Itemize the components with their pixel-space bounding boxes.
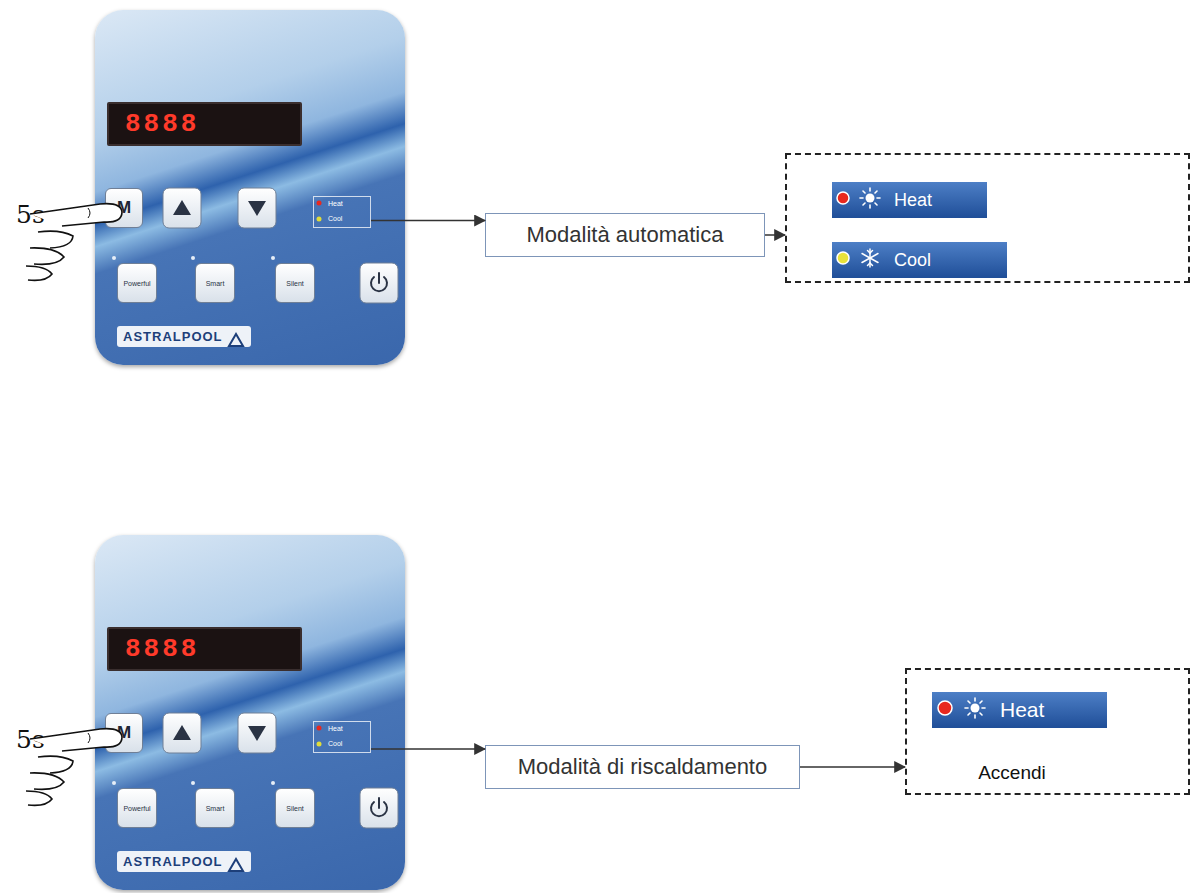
panel-decoration [26, 188, 398, 346]
callout-label: 5s [16, 725, 45, 754]
node-text: M [117, 723, 131, 743]
node-text: Accendi [962, 762, 1062, 784]
sun-icon [860, 188, 880, 208]
arrow-connector [371, 220, 485, 222]
snowflake-icon [862, 249, 878, 267]
cool-led [837, 252, 849, 264]
mode-box: Modalità automatica [485, 213, 765, 257]
panel-button: Smart [195, 788, 235, 828]
node-text: M [117, 198, 131, 218]
display-screen: 8888 [107, 102, 302, 146]
mode-button: M [105, 188, 143, 228]
control-panel: ASTRALPOOL 8888M Powerful Smart Silent HeatCo… [95, 10, 405, 365]
node-text: Modalità automatica [527, 222, 724, 248]
node-text: Smart [206, 805, 225, 812]
panel-decoration [26, 713, 398, 871]
status-band: Cool [832, 242, 1007, 278]
dashed-group: Accendi Heat [905, 668, 1190, 795]
arrow-connector [800, 766, 905, 768]
node-text: Powerful [123, 805, 150, 812]
mode-box: Modalità di riscaldamento [485, 745, 800, 789]
display-screen: 8888 [107, 627, 302, 671]
node-text: Heat [328, 725, 343, 732]
node-text: Powerful [123, 280, 150, 287]
node-text: Heat [328, 200, 343, 207]
status-band: Heat [932, 692, 1107, 728]
panel-button: Silent [275, 788, 315, 828]
mode-button: M [105, 713, 143, 753]
arrow-connector [765, 234, 785, 236]
node-text: 8888 [125, 109, 199, 139]
mode-indicator: HeatCool [313, 721, 371, 753]
panel-button: Powerful [117, 788, 157, 828]
callout-label: 5s [16, 200, 45, 229]
heat-led [938, 701, 952, 715]
node-text: ASTRALPOOL [117, 851, 251, 872]
node-text: Smart [206, 280, 225, 287]
control-panel: ASTRALPOOL 8888M Powerful Smart Silent HeatCo… [95, 535, 405, 890]
node-text: Cool [894, 250, 931, 271]
mode-indicator: HeatCool [313, 196, 371, 228]
node-text: Cool [328, 740, 342, 747]
node-text: ASTRALPOOL [117, 326, 251, 347]
node-text: Heat [894, 190, 932, 211]
node-text: Modalità di riscaldamento [518, 754, 767, 780]
node-text: Cool [328, 215, 342, 222]
node-text: Silent [286, 805, 304, 812]
heat-led [837, 192, 849, 204]
panel-button: Powerful [117, 263, 157, 303]
status-band: Heat [832, 182, 987, 218]
sun-icon [965, 698, 985, 718]
panel-button: Silent [275, 263, 315, 303]
dashed-group: HeatCool [785, 153, 1190, 283]
panel-button: Smart [195, 263, 235, 303]
node-text: 8888 [125, 634, 199, 664]
node-text: Heat [1000, 698, 1044, 722]
node-text: Silent [286, 280, 304, 287]
arrow-connector [371, 748, 485, 750]
